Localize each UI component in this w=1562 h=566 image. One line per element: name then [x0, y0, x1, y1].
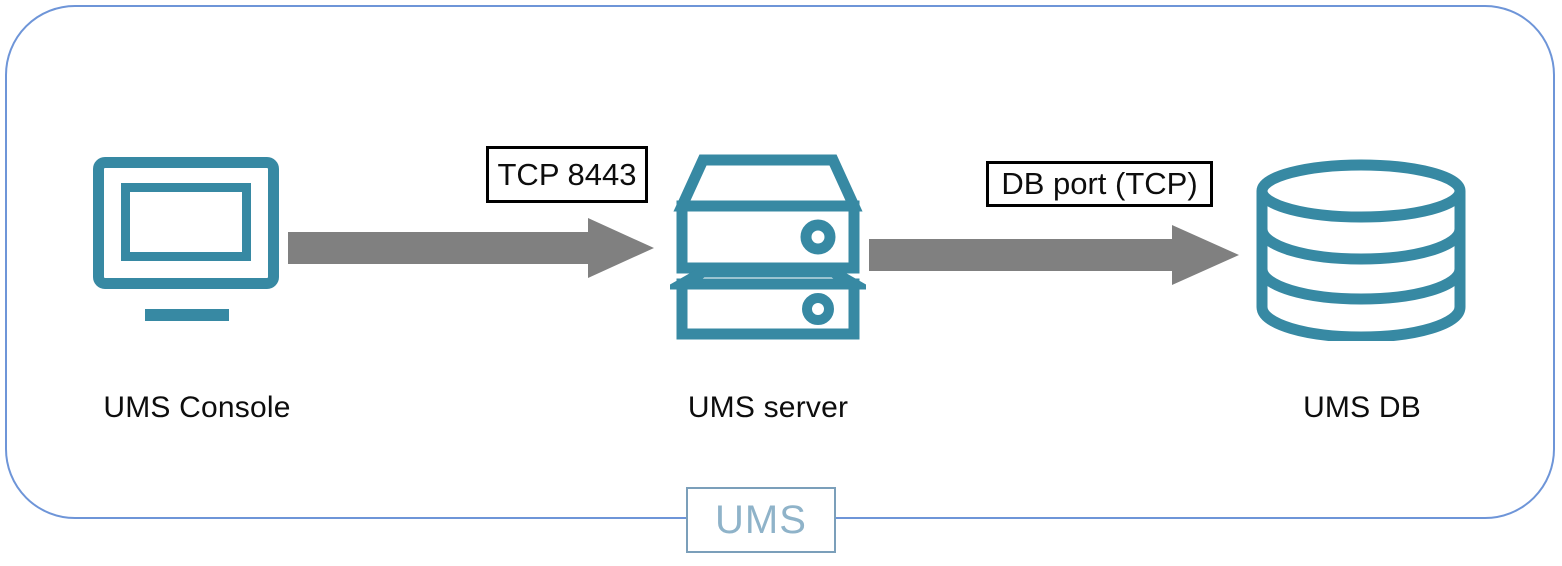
node-label-server: UMS server	[687, 391, 849, 424]
port-label-text: TCP 8443	[497, 156, 637, 192]
monitor-stand-icon	[145, 309, 229, 321]
port-label-server-to-db: DB port (TCP)	[986, 161, 1213, 207]
monitor-frame-icon	[93, 157, 279, 289]
ums-badge: UMS	[686, 487, 836, 553]
monitor-icon	[93, 157, 285, 329]
port-label-console-to-server: TCP 8443	[486, 146, 648, 203]
port-label-text: DB port (TCP)	[1001, 166, 1198, 201]
node-label-console: UMS Console	[103, 391, 291, 424]
ums-badge-label: UMS	[715, 498, 807, 542]
node-label-db: UMS DB	[1303, 391, 1421, 424]
arrow-console-to-server	[288, 218, 654, 278]
arrow-server-to-db	[869, 225, 1239, 285]
database-cylinder-icon	[1253, 157, 1469, 341]
monitor-screen-icon	[121, 183, 251, 261]
server-rack-icon	[670, 150, 866, 340]
diagram-boundary-container: TCP 8443	[5, 5, 1555, 519]
